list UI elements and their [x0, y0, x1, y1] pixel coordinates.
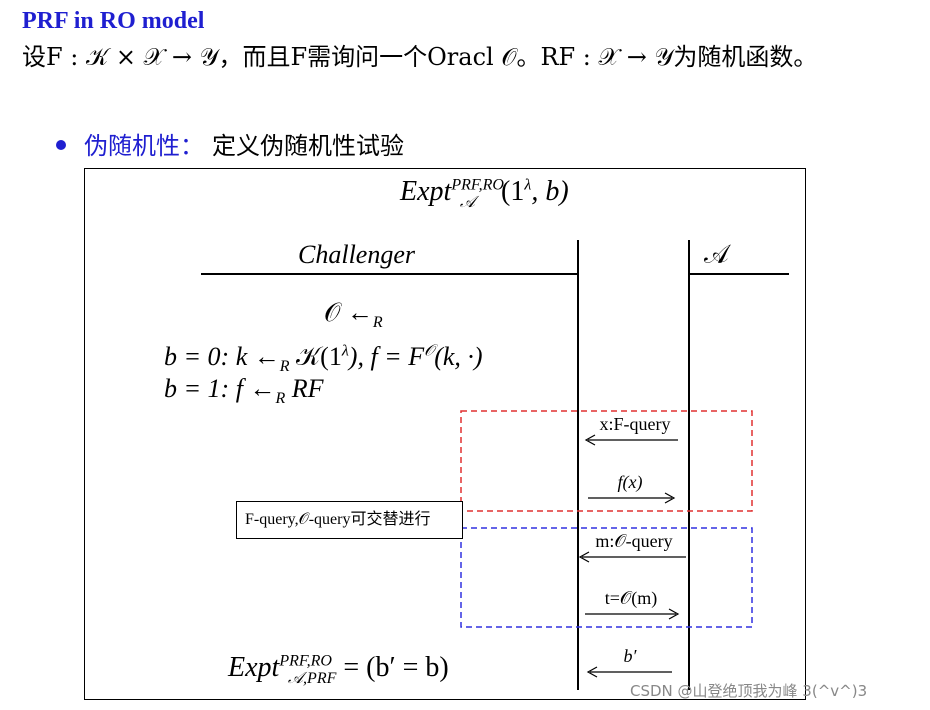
experiment-title: ExptPRF,RO𝒜(1λ, b): [400, 176, 569, 211]
bullet-item: 伪随机性： 定义伪随机性试验: [56, 126, 404, 161]
adversary-underline: [689, 273, 789, 275]
experiment-frame: [84, 168, 806, 700]
bullet-label: 伪随机性：: [84, 132, 204, 160]
bullet-dot-icon: [56, 139, 66, 150]
challenger-lifeline: [577, 240, 579, 690]
message-fx: f(x): [617, 472, 643, 492]
watermark: CSDN @山登绝顶我为峰 3(^v^)3: [630, 682, 868, 700]
step-oracle: 𝒪 ←R: [324, 298, 383, 332]
alternation-note: F-query,𝒪-query可交替进行: [236, 501, 463, 539]
step-b1: b = 1: f ←R RF: [164, 374, 324, 408]
message-b-prime: b′: [623, 646, 637, 666]
challenger-underline: [201, 273, 577, 275]
adversary-label: 𝒜: [704, 240, 729, 269]
message-m-query: m:𝒪-query: [595, 531, 673, 551]
challenger-label: Challenger: [298, 240, 415, 269]
red-dashed-box: [460, 410, 753, 512]
final-expt: ExptPRF,RO𝒜,PRF = (b′ = b): [228, 652, 449, 687]
adversary-lifeline: [688, 240, 690, 690]
blue-dashed-box: [460, 527, 753, 628]
slide-title: PRF in RO model: [22, 8, 205, 34]
message-t: t=𝒪(m): [604, 588, 658, 608]
step-b0: b = 0: k ←R 𝒦(1λ), f = F𝒪(k, ·): [164, 342, 483, 376]
message-x-query: x:F-query: [599, 414, 671, 434]
bullet-text: 定义伪随机性试验: [212, 132, 404, 160]
intro-text: 设F : 𝒦 × 𝒳 → 𝒴，而且F需询问一个Oracl 𝒪。RF : 𝒳 → …: [22, 43, 818, 71]
